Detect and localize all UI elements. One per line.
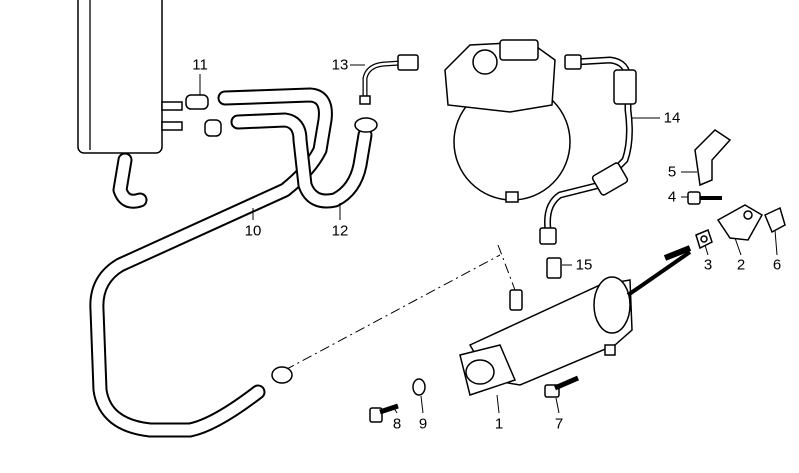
hose-clamp-11 [185, 94, 222, 137]
callout-9: 9 [418, 415, 428, 433]
callout-5: 5 [667, 163, 677, 181]
callout-15: 15 [575, 256, 593, 274]
bolt-7 [544, 375, 579, 398]
callout-1: 1 [494, 415, 504, 433]
pressure-accumulator [444, 39, 571, 203]
clutch-cylinder [459, 245, 692, 396]
pipe-13 [359, 54, 419, 105]
callout-13: 13 [331, 56, 349, 74]
callout-3: 3 [703, 256, 713, 274]
callout-10: 10 [244, 222, 262, 240]
hose-10 [89, 87, 333, 438]
callout-8: 8 [392, 415, 402, 433]
hose-clamp [271, 366, 293, 384]
pipe-14 [539, 54, 637, 245]
washer-9 [412, 378, 426, 396]
callout-2: 2 [736, 256, 746, 274]
callout-4: 4 [667, 188, 677, 206]
bolt-8 [369, 403, 399, 423]
callout-12: 12 [331, 222, 349, 240]
small-parts [687, 129, 786, 250]
hose-12 [230, 112, 378, 209]
callout-11: 11 [192, 56, 208, 74]
callout-14: 14 [663, 109, 681, 127]
callout-6: 6 [772, 256, 782, 274]
leader-lines [199, 64, 778, 414]
fluid-reservoir [77, 0, 183, 209]
callout-7: 7 [554, 415, 564, 433]
